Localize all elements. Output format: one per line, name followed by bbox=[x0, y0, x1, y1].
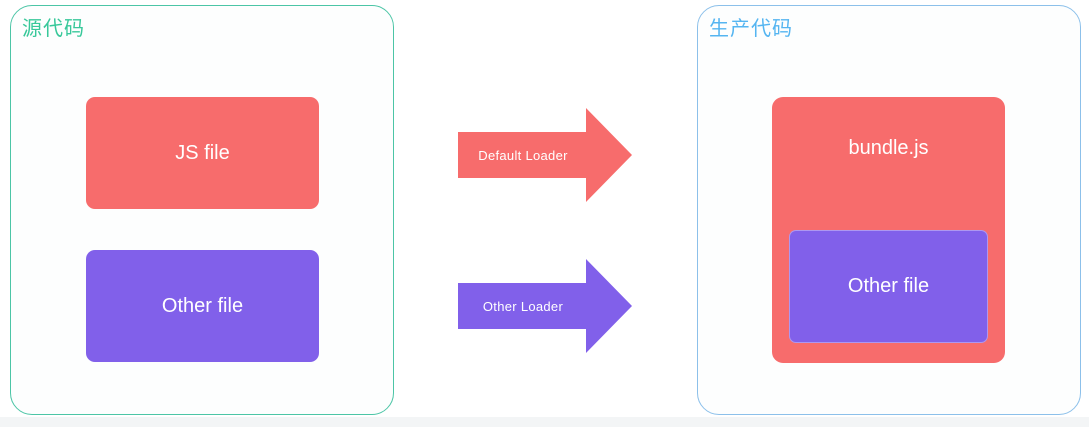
bundled-other-file-label: Other file bbox=[847, 275, 930, 297]
other-file-label: Other file bbox=[161, 294, 244, 317]
bundle-js-label: bundle.js bbox=[848, 137, 929, 159]
source-panel-title: 源代码 bbox=[22, 18, 85, 40]
js-file-box: JS file bbox=[86, 97, 319, 209]
other-file-box: Other file bbox=[86, 250, 319, 362]
arrow-polygon bbox=[458, 259, 632, 353]
arrow-polygon bbox=[458, 108, 632, 202]
production-code-panel: 生产代码 bundle.js Other file bbox=[697, 5, 1081, 415]
bundle-js-box: bundle.js Other file bbox=[772, 97, 1005, 363]
default-loader-arrow-label: Default Loader bbox=[478, 147, 568, 163]
right-arrow-shape-purple bbox=[458, 259, 632, 353]
js-file-label: JS file bbox=[175, 141, 230, 164]
default-loader-arrow: Default Loader bbox=[458, 106, 634, 204]
right-arrow-shape-red bbox=[458, 108, 632, 202]
other-loader-arrow-label: Other Loader bbox=[482, 298, 564, 314]
source-code-panel: 源代码 JS file Other file bbox=[10, 5, 394, 415]
page-bottom-strip bbox=[0, 417, 1089, 427]
other-loader-arrow: Other Loader bbox=[458, 257, 634, 355]
bundled-other-file-box: Other file bbox=[789, 230, 988, 343]
production-panel-title: 生产代码 bbox=[709, 18, 793, 40]
